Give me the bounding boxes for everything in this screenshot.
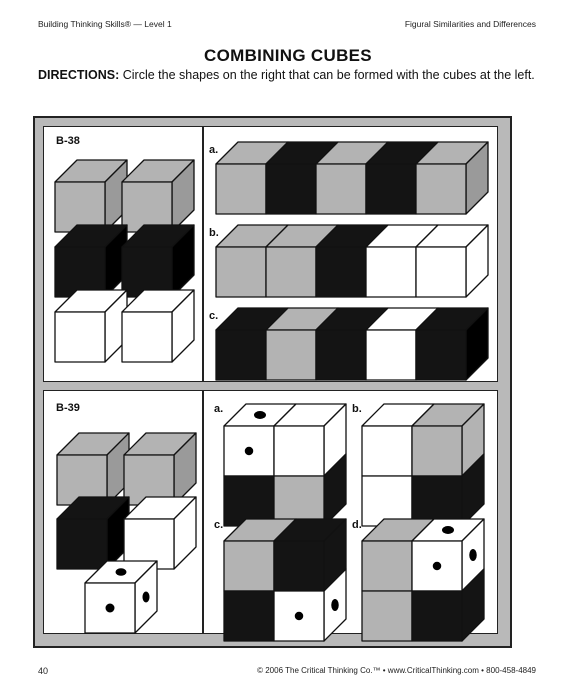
row-front-face <box>315 163 367 215</box>
side-dot <box>469 549 477 561</box>
cube-front-face <box>123 518 175 570</box>
block-front-face <box>411 590 463 642</box>
row-front-face <box>215 163 267 215</box>
b39-option-d-label: d. <box>352 519 362 531</box>
b38-given-cubes <box>54 159 195 363</box>
page-title: COMBINING CUBES <box>204 46 372 65</box>
b38-option-shapes <box>215 141 489 381</box>
block-front-face <box>361 425 413 477</box>
block-front-face <box>361 590 413 642</box>
cube-front-face <box>54 311 106 363</box>
b39-option-c-label: c. <box>214 519 224 531</box>
row-front-face <box>265 246 317 298</box>
block-front-face <box>273 425 325 477</box>
cube-front-face <box>121 311 173 363</box>
block-front-face <box>223 590 275 642</box>
b39-options-panel: a. b. c. d. <box>203 390 498 642</box>
front-dot <box>244 446 254 456</box>
row-front-face <box>215 246 267 298</box>
directions-text: Circle the shapes on the right that can … <box>119 68 535 82</box>
front-dot <box>294 611 304 621</box>
b38-label: B-38 <box>56 135 80 147</box>
b38-given-panel: B-38 <box>43 126 203 382</box>
block-front-face <box>411 425 463 477</box>
row-front-face <box>265 329 317 381</box>
header-series: Building Thinking Skills® — Level 1 <box>38 19 172 29</box>
row-front-face <box>365 329 417 381</box>
row-front-face <box>315 246 367 298</box>
b39-option-b-label: b. <box>352 403 362 415</box>
block-front-face <box>361 540 413 592</box>
row-front-face <box>415 329 467 381</box>
side-dot <box>331 599 339 611</box>
top-dot <box>442 526 454 534</box>
row-front-face <box>215 329 267 381</box>
directions: DIRECTIONS: Circle the shapes on the rig… <box>38 68 538 83</box>
b38-option-b-label: b. <box>209 227 219 239</box>
block-front-face <box>223 540 275 592</box>
header-topic: Figural Similarities and Differences <box>404 19 536 29</box>
b39-label: B-39 <box>56 402 80 414</box>
block-front-face <box>273 540 325 592</box>
directions-label: DIRECTIONS: <box>38 68 120 82</box>
row-front-face <box>365 246 417 298</box>
b39-option-shapes <box>223 403 485 642</box>
row-front-face <box>415 246 467 298</box>
front-dot <box>432 561 442 571</box>
row-front-face <box>365 163 417 215</box>
exercise-frame: B-38 a. b. c. B-39 a. b. c. d. <box>33 116 512 648</box>
row-front-face <box>415 163 467 215</box>
b38-option-a-label: a. <box>209 144 219 156</box>
top-dot <box>115 568 127 576</box>
page-number: 40 <box>38 666 49 676</box>
cube-front-face <box>56 518 108 570</box>
b38-option-c-label: c. <box>209 310 219 322</box>
front-dot <box>105 603 115 613</box>
b39-given-panel: B-39 <box>43 390 203 634</box>
copyright: © 2006 The Critical Thinking Co.™ • www.… <box>257 666 536 675</box>
row-front-face <box>265 163 317 215</box>
b39-option-a-label: a. <box>214 403 224 415</box>
row-front-face <box>315 329 367 381</box>
b38-options-panel: a. b. c. <box>203 126 498 382</box>
side-dot <box>142 591 150 603</box>
top-dot <box>254 411 266 419</box>
b39-given-cubes <box>56 432 197 634</box>
